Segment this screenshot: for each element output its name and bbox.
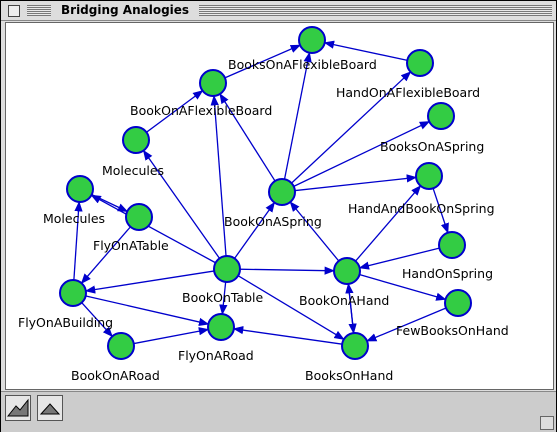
graph-edge (323, 40, 410, 62)
graph-edge (345, 282, 355, 336)
graph-edge (80, 224, 133, 285)
window-title: Bridging Analogies (51, 3, 200, 18)
graph-edge (292, 174, 418, 192)
graph-node-label: BooksOnHand (305, 368, 393, 383)
graph-node[interactable] (122, 126, 150, 154)
graph-node[interactable] (406, 49, 434, 77)
graph-node-label: HandOnAFlexibleBoard (336, 85, 480, 100)
graph-edge (357, 273, 447, 301)
graph-edge (232, 326, 345, 346)
graph-edge (222, 44, 302, 80)
graph-node-label: BookOnAFlexibleBoard (130, 103, 272, 118)
graph-node[interactable] (333, 257, 361, 285)
bottom-toolbar (1, 391, 556, 432)
analogy-graph: BooksOnAFlexibleBoardHandOnAFlexibleBoar… (18, 26, 509, 383)
graph-node-label: Molecules (43, 211, 105, 226)
graph-edge (89, 193, 129, 213)
graph-node-label: FlyOnATable (93, 238, 169, 253)
graph-edge (218, 92, 277, 184)
graph-edge (219, 279, 228, 316)
close-box-icon[interactable] (8, 5, 20, 17)
graph-node-label: BookOnTable (182, 290, 264, 305)
graph-node[interactable] (207, 313, 235, 341)
graph-edge (144, 89, 204, 134)
graph-node-label: FewBooksOnHand (396, 323, 509, 338)
graph-node[interactable] (59, 279, 87, 307)
graph-edge (431, 186, 449, 234)
title-bar[interactable]: Bridging Analogies (1, 1, 556, 21)
title-stripes (27, 5, 552, 16)
graph-node[interactable] (427, 102, 455, 130)
graph-edge (289, 70, 412, 185)
graph-node-label: BooksOnAFlexibleBoard (228, 57, 377, 72)
graph-node[interactable] (298, 26, 326, 54)
graph-node-label: Molecules (102, 163, 164, 178)
graph-edge (232, 201, 276, 261)
graph-edge (90, 194, 218, 265)
graph-edge (289, 200, 341, 263)
graph-edge (142, 149, 222, 261)
graph-node-label: FlyOnARoad (178, 348, 254, 363)
graph-node[interactable] (213, 255, 241, 283)
graph-edge (79, 300, 114, 338)
graph-node[interactable] (341, 332, 369, 360)
resize-grip-icon[interactable] (540, 416, 554, 430)
graph-node[interactable] (125, 203, 153, 231)
graph-node[interactable] (107, 332, 135, 360)
graph-edge (83, 294, 210, 327)
graph-node[interactable] (444, 289, 472, 317)
graph-edges (73, 40, 449, 346)
graph-node-label: BooksOnASpring (380, 139, 484, 154)
graph-edge (358, 247, 442, 270)
graph-node-label: BookOnASpring (224, 214, 322, 229)
graph-edge (291, 120, 431, 188)
graph-edge (283, 51, 312, 182)
graph-edge (236, 274, 346, 341)
graph-node[interactable] (66, 175, 94, 203)
graph-node[interactable] (268, 178, 296, 206)
graph-edge (131, 327, 210, 345)
graph-node-label: BookOnARoad (71, 368, 160, 383)
graph-node-label: HandAndBookOnSpring (348, 201, 495, 216)
layout-tool-2-icon[interactable] (37, 395, 63, 421)
graph-edge (210, 94, 227, 259)
graph-edge (73, 200, 83, 283)
graph-nodes (59, 26, 472, 360)
graph-edge (84, 270, 217, 294)
layout-tool-1-icon[interactable] (5, 395, 31, 421)
graph-edge (365, 306, 449, 342)
graph-labels: BooksOnAFlexibleBoardHandOnAFlexibleBoar… (18, 57, 509, 383)
graph-node-label: HandOnSpring (402, 266, 493, 281)
graph-node[interactable] (415, 162, 443, 190)
graph-node[interactable] (438, 231, 466, 259)
graph-node[interactable] (199, 69, 227, 97)
graph-node-label: BookOnAHand (299, 293, 389, 308)
graph-edge (237, 266, 336, 275)
graph-edge (353, 184, 422, 264)
graph-node-label: FlyOnABuilding (18, 315, 113, 330)
